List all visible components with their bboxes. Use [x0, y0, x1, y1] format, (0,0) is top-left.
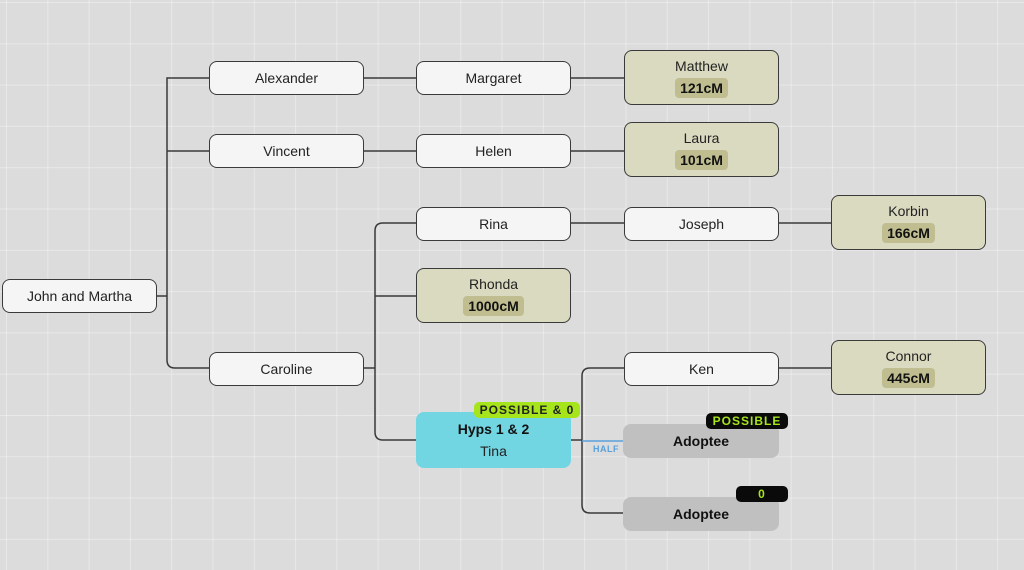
- node-alexander[interactable]: Alexander: [209, 61, 364, 95]
- node-joseph[interactable]: Joseph: [624, 207, 779, 241]
- node-label: Rina: [479, 216, 508, 232]
- cm-value: 101cM: [675, 149, 728, 170]
- half-relation-label: HALF: [593, 444, 619, 454]
- cm-value: 121cM: [675, 77, 728, 98]
- node-label: Joseph: [678, 216, 725, 232]
- connector-root-children: [156, 77, 209, 369]
- node-label: Tina: [480, 443, 507, 459]
- node-label: John and Martha: [26, 288, 133, 304]
- node-john-and-martha[interactable]: John and Martha: [2, 279, 157, 313]
- connector-tina-children: [570, 367, 624, 514]
- node-label: Laura: [683, 129, 720, 146]
- node-label: Korbin: [888, 202, 929, 219]
- cm-value: 166cM: [882, 222, 935, 243]
- badge-text: 0: [758, 487, 766, 501]
- node-vincent[interactable]: Vincent: [209, 134, 364, 168]
- node-label: Rhonda: [468, 275, 519, 292]
- node-margaret[interactable]: Margaret: [416, 61, 571, 95]
- node-rhonda[interactable]: Rhonda 1000cM: [416, 268, 571, 323]
- node-korbin[interactable]: Korbin 166cM: [831, 195, 986, 250]
- node-label: Caroline: [260, 361, 313, 377]
- node-label: Vincent: [263, 143, 310, 159]
- adoptee-2-status-badge: 0: [736, 486, 788, 502]
- node-label: Adoptee: [673, 433, 729, 449]
- badge-text: POSSIBLE: [712, 414, 782, 428]
- node-label: Matthew: [675, 57, 728, 74]
- node-label: Adoptee: [673, 506, 729, 522]
- node-label: Margaret: [465, 70, 522, 86]
- node-matthew[interactable]: Matthew 121cM: [624, 50, 779, 105]
- cm-value: 445cM: [882, 367, 935, 388]
- node-helen[interactable]: Helen: [416, 134, 571, 168]
- node-laura[interactable]: Laura 101cM: [624, 122, 779, 177]
- cm-value: 1000cM: [463, 295, 524, 316]
- node-label: Ken: [689, 361, 714, 377]
- adoptee-1-status-badge: POSSIBLE: [706, 413, 788, 429]
- badge-text: POSSIBLE & 0: [479, 403, 575, 417]
- node-rina[interactable]: Rina: [416, 207, 571, 241]
- connector-caroline-children: [363, 222, 416, 441]
- node-connor[interactable]: Connor 445cM: [831, 340, 986, 395]
- node-caroline[interactable]: Caroline: [209, 352, 364, 386]
- node-adoptee-2[interactable]: Adoptee: [623, 497, 779, 531]
- node-ken[interactable]: Ken: [624, 352, 779, 386]
- node-label: Connor: [885, 347, 932, 364]
- hypothesis-status-badge: POSSIBLE & 0: [474, 402, 580, 418]
- node-hypothesis-tina[interactable]: Hyps 1 & 2 Tina: [416, 412, 571, 468]
- hypothesis-title: Hyps 1 & 2: [457, 421, 530, 437]
- node-label: Helen: [475, 143, 512, 159]
- node-adoptee-1[interactable]: Adoptee: [623, 424, 779, 458]
- node-label: Alexander: [254, 70, 319, 86]
